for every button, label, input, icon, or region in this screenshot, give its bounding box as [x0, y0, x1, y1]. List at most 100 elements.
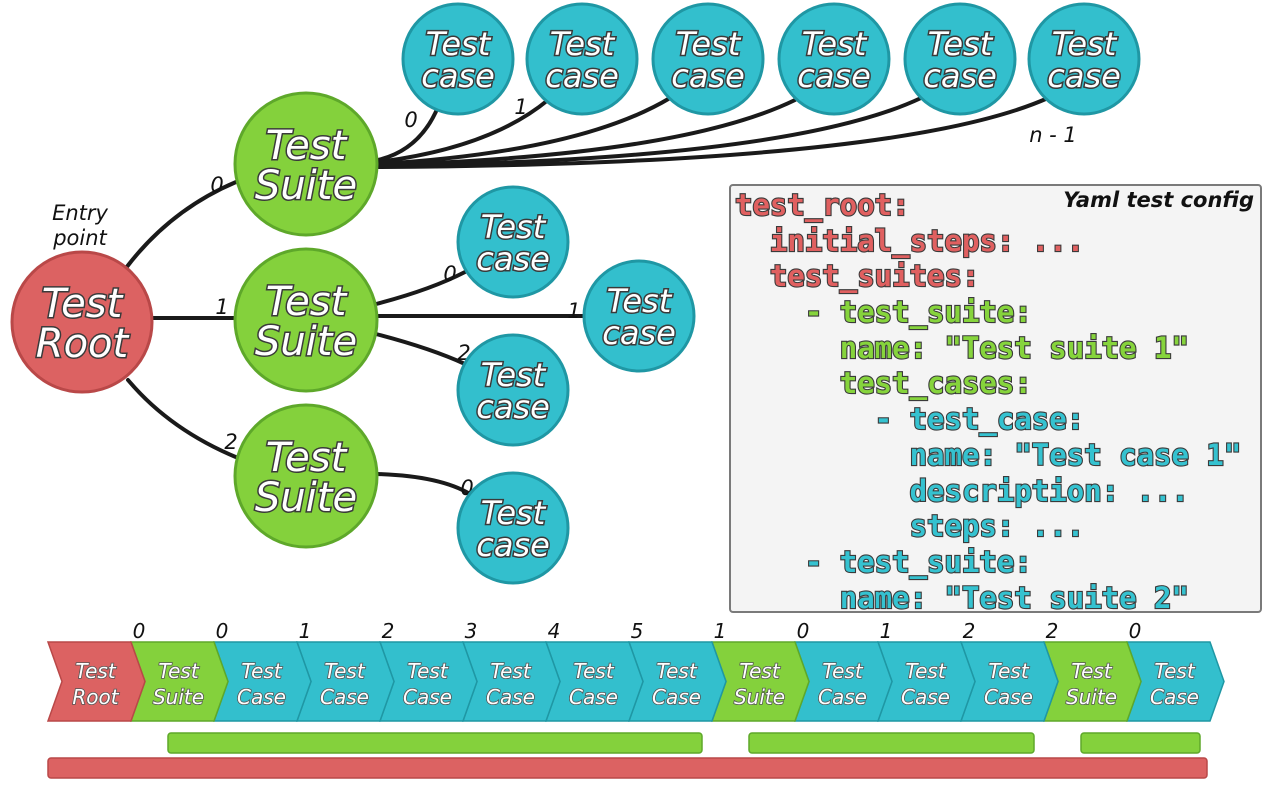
- execution-sequence: TestCase0TestSuite2TestCase2TestCase1Tes…: [46, 619, 1225, 722]
- sequence-index-11: 2: [963, 619, 976, 643]
- yaml-line-1: initial_steps: ...: [735, 223, 1085, 259]
- yaml-line-0: test_root:: [734, 187, 911, 223]
- test-case-node-0-5-label-line2: case: [1047, 57, 1121, 95]
- sequence-index-3: 1: [299, 619, 312, 643]
- test-case-node-0-2-label-line2: case: [671, 57, 745, 95]
- test-suite-node-0-circle: [233, 91, 379, 237]
- test-case-node-1-1-label-line1: Test: [607, 282, 673, 320]
- sequence-label-line1-4: Test: [407, 659, 448, 683]
- test-case-node-0-1-label-line1: Test: [550, 25, 616, 63]
- test-case-node-1-0-label-line2: case: [476, 240, 550, 278]
- edge-suite-1-case-2: [374, 332, 467, 366]
- edge-suite-2-case-0: [376, 472, 472, 496]
- sequence-label-line2-6: Case: [569, 685, 618, 709]
- edge-root-suite-0: [124, 180, 238, 270]
- test-case-node-0-4-label-line2: case: [923, 57, 997, 95]
- sequence-label-line2-1: Suite: [153, 685, 204, 709]
- edge-label-suite-0-case-5: n - 1: [1029, 123, 1077, 147]
- sequence-index-9: 0: [797, 619, 810, 643]
- test-case-node-0-0-label-line1: Test: [426, 25, 492, 63]
- tree-nodes: TestcaseTestcaseTestcaseTestcaseTestcase…: [10, 2, 1141, 585]
- yaml-line-2: test_suites:: [735, 258, 981, 294]
- yaml-config-panel: test_root: initial_steps: ... test_suite…: [729, 184, 1262, 613]
- sequence-index-10: 1: [880, 619, 893, 643]
- yaml-panel-title: Yaml test config: [1063, 188, 1254, 212]
- sequence-index-1: 0: [133, 619, 146, 643]
- test-case-node-0-1-label-line2: case: [545, 57, 619, 95]
- sequence-label-line2-2: Case: [237, 685, 286, 709]
- edge-label-root-suite-2: 2: [224, 430, 237, 454]
- edge-suite-0-case-3: [376, 98, 797, 167]
- sequence-label-line1-9: Test: [822, 659, 863, 683]
- sequence-label-line2-12: Suite: [1066, 685, 1117, 709]
- test-case-node-1-2-label-line2: case: [476, 388, 550, 426]
- test-case-node-2-0-label-line1: Test: [481, 494, 547, 532]
- sequence-label-line2-4: Case: [403, 685, 452, 709]
- span-bars: [47, 732, 1208, 779]
- sequence-label-line2-9: Case: [818, 685, 867, 709]
- sequence-label-line2-10: Case: [901, 685, 950, 709]
- sequence-label-line1-11: Test: [988, 659, 1029, 683]
- sequence-label-line2-0: Root: [72, 685, 119, 709]
- test-root-node-label-line2: Root: [36, 321, 130, 367]
- yaml-line-8: description: ...: [735, 472, 1190, 508]
- test-case-node-0-0-label-line2: case: [421, 57, 495, 95]
- test-case-node-0-0-circle: [401, 2, 515, 116]
- sequence-index-7: 5: [631, 619, 644, 643]
- sequence-index-5: 3: [465, 619, 478, 643]
- test-case-node-0-3-label-line2: case: [797, 57, 871, 95]
- test-case-node-0-2-label-line1: Test: [676, 25, 742, 63]
- test-root-node-label-line1: Test: [42, 281, 124, 327]
- test-case-node-1-0-circle: [456, 185, 570, 299]
- test-suite-node-2-label-line2: Suite: [255, 475, 357, 521]
- yaml-line-3: - test_suite:: [735, 294, 1033, 330]
- yaml-line-11: name: "Test suite 2": [735, 579, 1190, 613]
- test-case-node-1-1-label-line2: case: [602, 314, 676, 352]
- sequence-label-line1-6: Test: [573, 659, 614, 683]
- suite-span-bar-2: [1080, 732, 1201, 754]
- test-case-node-2-0-label-line2: case: [476, 526, 550, 564]
- edge-suite-0-case-1: [376, 98, 550, 164]
- test-case-node-0-2-circle: [651, 2, 765, 116]
- sequence-label-line2-3: Case: [320, 685, 369, 709]
- edge-label-suite-1-case-0: 0: [443, 262, 456, 286]
- sequence-label-line2-8: Suite: [734, 685, 785, 709]
- sequence-label-line2-7: Case: [652, 685, 701, 709]
- edge-suite-0-case-0: [376, 105, 440, 162]
- test-case-node-0-4-label-line1: Test: [928, 25, 994, 63]
- test-case-node-0-5-circle: [1027, 2, 1141, 116]
- sequence-index-12: 2: [1046, 619, 1059, 643]
- suite-span-bar-0: [167, 732, 703, 754]
- test-case-node-1-1-circle: [582, 259, 696, 373]
- sequence-label-line1-10: Test: [905, 659, 946, 683]
- sequence-index-4: 2: [382, 619, 395, 643]
- tree-edges: [124, 96, 1050, 496]
- test-suite-node-2-label-line1: Test: [266, 435, 348, 481]
- entry-point-label-line2: point: [52, 226, 107, 250]
- edge-suite-1-case-0: [374, 270, 467, 306]
- test-suite-node-0-label-line1: Test: [266, 123, 348, 169]
- test-suite-node-1-label-line1: Test: [266, 279, 348, 325]
- sequence-index-6: 4: [548, 619, 561, 643]
